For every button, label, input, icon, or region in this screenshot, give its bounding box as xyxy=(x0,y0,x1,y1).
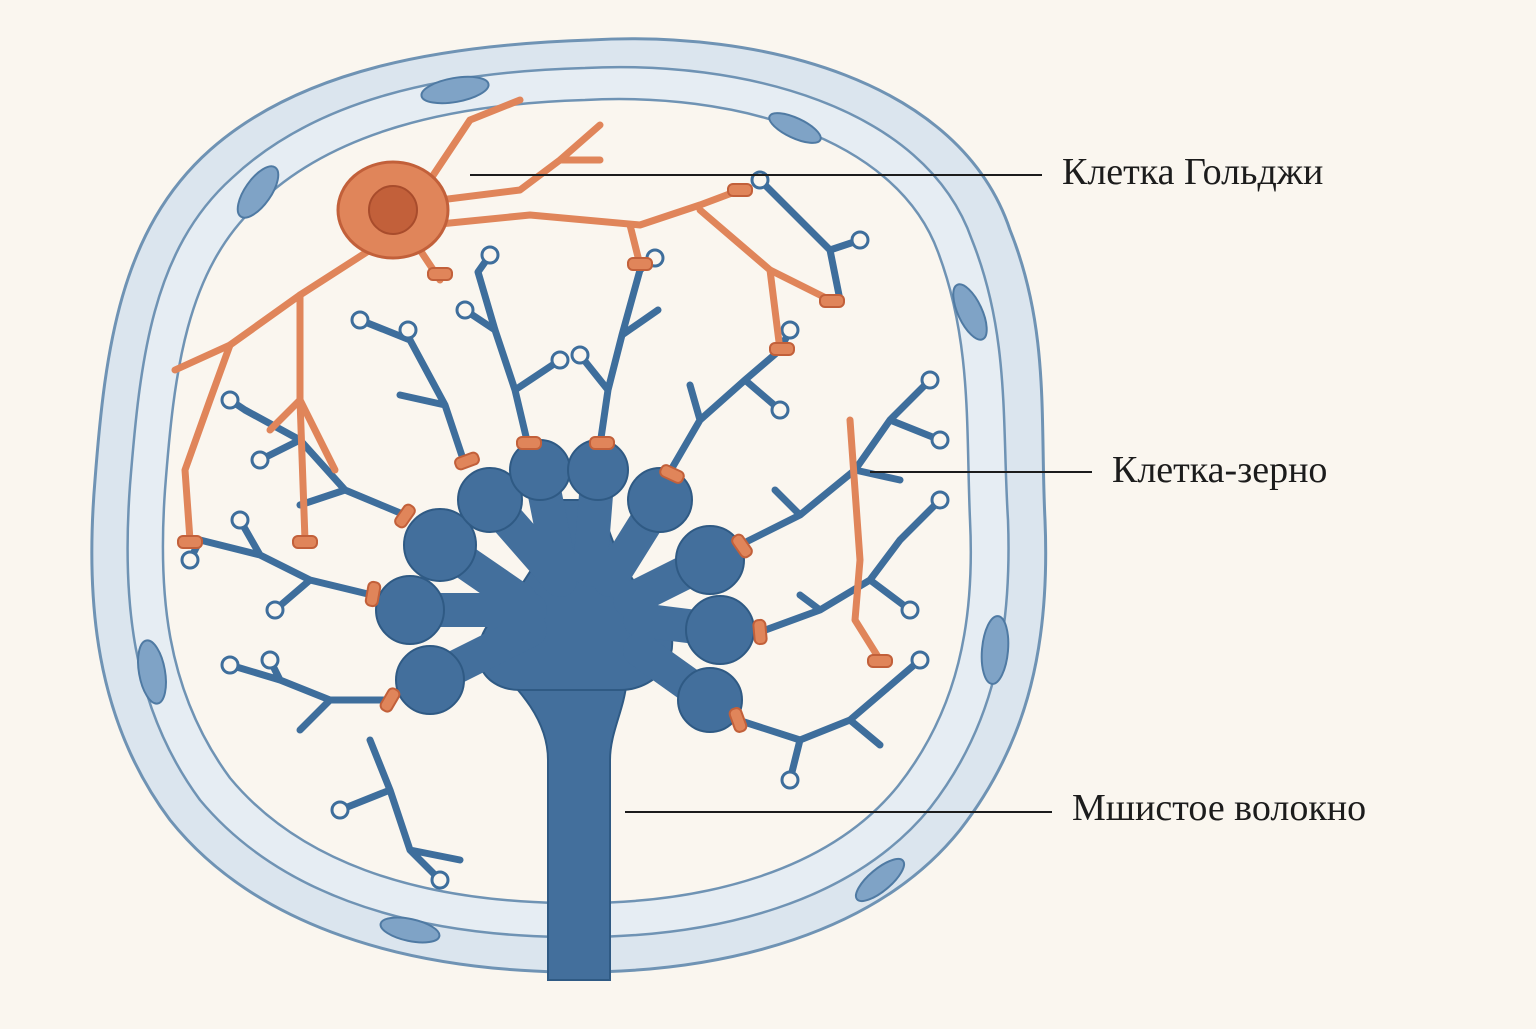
glial-nucleus xyxy=(952,283,988,341)
synapse xyxy=(819,294,845,308)
granule-dendrite xyxy=(226,396,409,519)
dendrite-tip xyxy=(220,655,240,675)
synapse xyxy=(867,654,893,668)
granule-dendrite xyxy=(664,326,794,479)
granule-dendrite xyxy=(356,316,469,469)
dendrite-tip xyxy=(230,510,250,530)
synapse xyxy=(394,503,416,529)
dendrite-tip xyxy=(920,370,940,390)
golgi-dendrite xyxy=(846,416,884,664)
golgi-dendrite xyxy=(426,186,744,229)
synapse xyxy=(731,533,753,559)
glial-nucleus xyxy=(980,615,1010,685)
golgi-nucleus xyxy=(368,185,418,235)
granule-dendrite xyxy=(186,516,376,614)
dendrite-tip xyxy=(330,800,350,820)
mossy-fiber xyxy=(375,439,755,981)
rosette-lobe xyxy=(395,645,465,715)
glial-nucleus xyxy=(236,165,280,219)
dendrite-tip xyxy=(480,245,500,265)
golgi-dendrite xyxy=(766,266,834,304)
dendrite-tip xyxy=(350,310,370,330)
dendrite-tip xyxy=(550,350,570,370)
dendrite-tip xyxy=(900,600,920,620)
dendrite-tip xyxy=(430,870,450,890)
rosette-lobe xyxy=(375,575,445,645)
synapse xyxy=(659,464,685,484)
synapse xyxy=(177,535,203,549)
golgi-dendrite xyxy=(266,396,339,474)
synapse xyxy=(727,183,753,197)
dendrite-tip xyxy=(930,490,950,510)
dendrite-tip xyxy=(260,650,280,670)
rosette-lobe xyxy=(403,508,477,582)
rosette-lobe xyxy=(675,525,745,595)
dendrite-tips xyxy=(180,170,950,890)
synapse xyxy=(364,580,382,608)
golgi-dendrite xyxy=(181,341,234,544)
glial-nucleus xyxy=(137,639,167,705)
dendrite-tip xyxy=(250,450,270,470)
label-golgi-cell: Клетка Гольджи xyxy=(1062,151,1324,193)
dendrite-tip xyxy=(780,770,800,790)
synapse xyxy=(769,342,795,356)
dendrite-tip xyxy=(455,300,475,320)
dendrite-tip xyxy=(910,650,930,670)
synapse xyxy=(454,451,480,471)
golgi-axon xyxy=(426,96,524,184)
glial-nuclei xyxy=(137,75,1010,944)
synapse xyxy=(516,436,542,450)
dendrite-tip xyxy=(930,430,950,450)
rosette-lobe xyxy=(677,667,743,733)
leader-lines xyxy=(470,174,1092,813)
synapse xyxy=(379,687,401,713)
glial-nucleus xyxy=(379,916,441,944)
rosette-lobe-stem xyxy=(393,453,737,717)
synapses xyxy=(177,183,893,733)
dendrite-tip xyxy=(265,600,285,620)
synapse xyxy=(589,436,615,450)
label-mossy-fiber: Мшистое волокно xyxy=(1072,787,1367,829)
glial-nucleus xyxy=(768,112,822,144)
label-granule-cell: Клетка-зерно xyxy=(1112,449,1328,491)
granule-dendrite xyxy=(461,251,564,449)
synapse xyxy=(427,267,453,281)
synapse xyxy=(627,257,653,271)
glial-nucleus xyxy=(420,75,490,105)
rosette-lobes xyxy=(375,439,755,733)
synapse xyxy=(728,707,748,733)
dendrite-tip xyxy=(780,320,800,340)
dendrite-tip xyxy=(398,320,418,340)
rosette-lobe xyxy=(457,467,523,533)
dendrite-tip xyxy=(570,345,590,365)
dendrite-tip xyxy=(220,390,240,410)
granule-dendrite xyxy=(576,254,662,449)
dendrite-tip xyxy=(180,550,200,570)
rosette-lobe xyxy=(685,595,755,665)
granule-cell-dendrites xyxy=(186,176,944,884)
dendrite-tip xyxy=(850,230,870,250)
synapse xyxy=(752,618,768,646)
rosette-lobe xyxy=(627,467,693,533)
dendrite-tip xyxy=(770,400,790,420)
golgi-dendrite xyxy=(171,246,374,374)
synapse xyxy=(292,535,318,549)
glial-nucleus xyxy=(854,857,906,903)
